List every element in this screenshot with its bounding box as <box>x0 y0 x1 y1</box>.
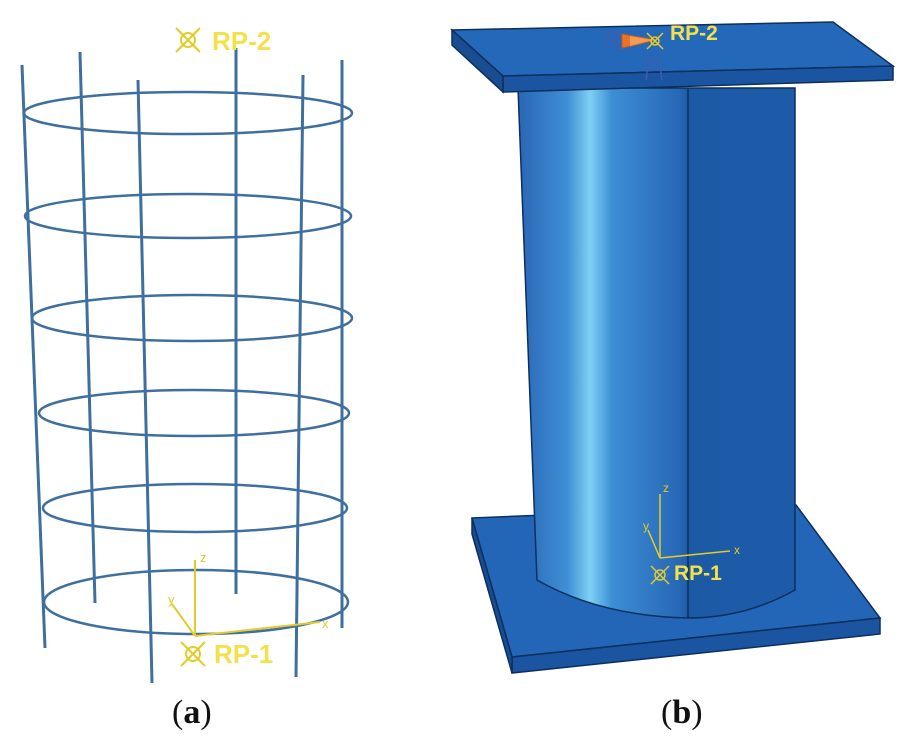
rp1-label-b: RP-1 <box>674 562 722 585</box>
hoop <box>37 388 351 438</box>
axis-y-label-a: y <box>168 592 175 607</box>
caption-a: (a) <box>172 694 212 731</box>
caption-b-letter: b <box>672 694 692 731</box>
rp1-marker-b <box>650 565 670 585</box>
hoop <box>41 482 349 534</box>
axis-x-label-a: x <box>322 616 329 631</box>
rp1-marker-a <box>180 641 206 667</box>
rp1-label-a: RP-1 <box>214 639 273 669</box>
axis-x-label-b: x <box>734 543 740 557</box>
hoop <box>23 192 353 240</box>
longitudinal-bar <box>78 51 97 604</box>
axis-triad-a <box>171 560 321 637</box>
rp2-label-b: RP-2 <box>670 22 718 45</box>
column-body <box>517 87 796 619</box>
axis-z-label-a: z <box>200 550 207 565</box>
longitudinal-bars <box>20 48 344 684</box>
caption-b: (b) <box>661 694 703 731</box>
caption-a-letter: a <box>183 694 201 731</box>
hoop <box>22 90 354 136</box>
axis-y-label-b: y <box>643 519 649 533</box>
hoop <box>30 293 354 343</box>
rp2-label-a: RP-2 <box>212 26 271 56</box>
top-plate <box>450 21 896 94</box>
panel-a-rebar-cage: RP-2 z y x RP-1 <box>20 26 354 684</box>
axis-triad-b <box>647 494 731 559</box>
longitudinal-bar <box>294 74 305 678</box>
longitudinal-bar <box>136 79 154 684</box>
rp2-marker-a <box>175 27 201 53</box>
panel-b-steel-column: RP-2 z y x RP-1 <box>450 21 896 674</box>
rp2-constraint-icon <box>605 31 664 81</box>
axis-z-label-b: z <box>663 481 669 495</box>
longitudinal-bar <box>20 64 47 649</box>
